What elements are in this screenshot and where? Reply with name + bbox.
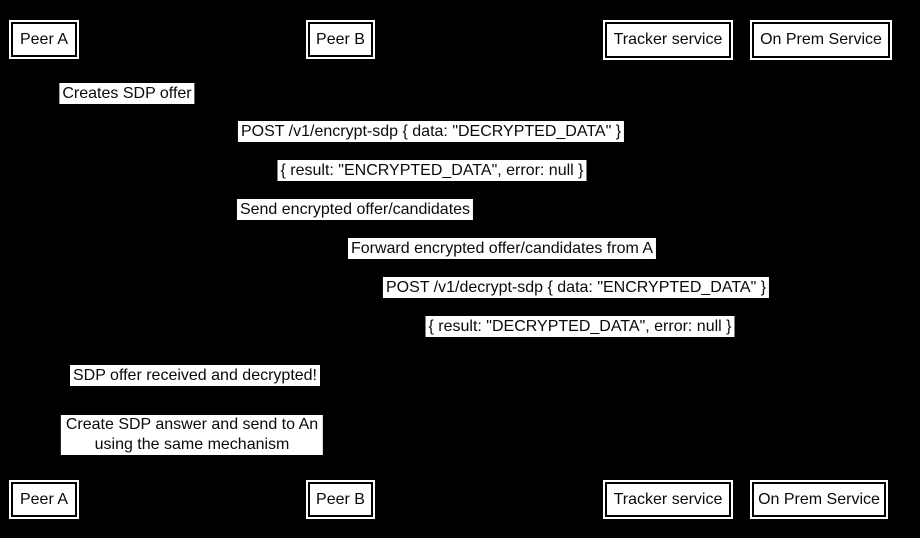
message-decrypt-result: { result: "DECRYPTED_DATA", error: null … (425, 316, 735, 337)
participant-peer-a-bottom: Peer A (11, 482, 77, 517)
participant-tracker-service-top: Tracker service (605, 22, 731, 58)
message-creates-sdp-offer: Creates SDP offer (59, 83, 195, 104)
message-post-decrypt-sdp: POST /v1/decrypt-sdp { data: "ENCRYPTED_… (382, 277, 770, 298)
participant-peer-b-bottom: Peer B (308, 482, 373, 517)
message-forward-encrypted-offer: Forward encrypted offer/candidates from … (347, 238, 657, 259)
message-sdp-offer-received: SDP offer received and decrypted! (70, 365, 320, 386)
note-create-sdp-answer: Create SDP answer and send to An using t… (60, 415, 324, 455)
message-send-encrypted-offer: Send encrypted offer/candidates (236, 199, 474, 220)
participant-peer-b-top: Peer B (308, 22, 373, 57)
participant-on-prem-service-top: On Prem Service (752, 22, 890, 58)
participant-peer-a-top: Peer A (11, 22, 77, 57)
message-post-encrypt-sdp: POST /v1/encrypt-sdp { data: "DECRYPTED_… (237, 121, 625, 142)
participant-on-prem-service-bottom: On Prem Service (752, 482, 886, 517)
message-encrypt-result: { result: "ENCRYPTED_DATA", error: null … (277, 160, 587, 181)
participant-tracker-service-bottom: Tracker service (605, 482, 731, 517)
